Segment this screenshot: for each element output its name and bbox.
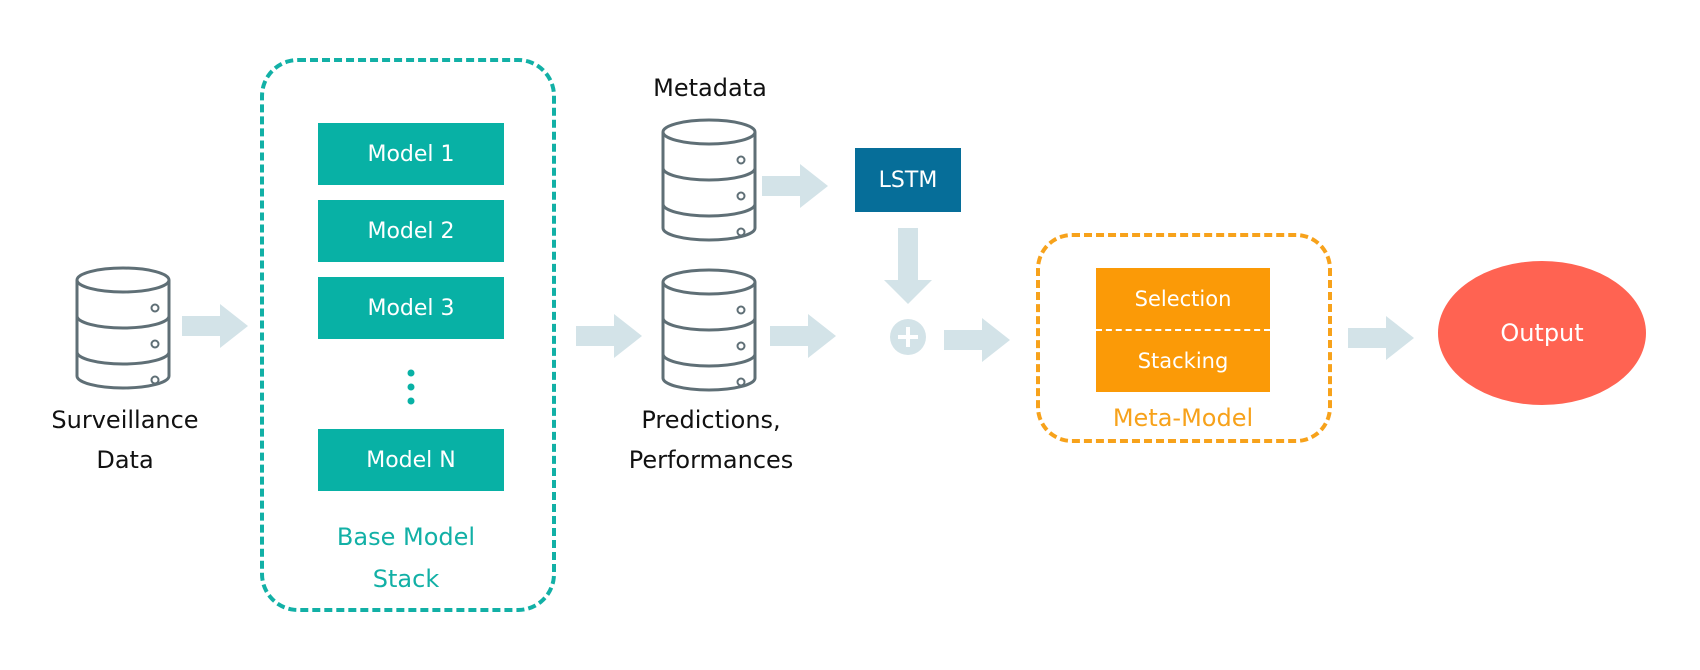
stacking-label: Stacking bbox=[1137, 349, 1229, 373]
surveillance-label-line2: Data bbox=[96, 446, 154, 474]
arrow-down-icon bbox=[884, 228, 932, 304]
surveillance-data-label: Surveillance Data bbox=[40, 400, 210, 480]
base-model-stack-title: Base Model Stack bbox=[306, 516, 506, 600]
arrow-right-icon bbox=[1348, 316, 1414, 360]
predictions-database-icon bbox=[661, 268, 757, 392]
arrow-right-icon bbox=[762, 164, 828, 208]
model-3-box: Model 3 bbox=[318, 277, 504, 339]
meta-model-title: Meta-Model bbox=[1112, 404, 1254, 432]
plus-circle-icon bbox=[890, 319, 926, 355]
arrow-right-icon bbox=[576, 314, 642, 358]
surveillance-database-icon bbox=[75, 266, 171, 390]
meta-divider bbox=[1096, 329, 1270, 331]
arrow-right-icon bbox=[944, 318, 1010, 362]
lstm-box: LSTM bbox=[855, 148, 961, 212]
predictions-label-line1: Predictions, bbox=[641, 406, 781, 434]
surveillance-label-line1: Surveillance bbox=[51, 406, 199, 434]
output-node: Output bbox=[1438, 261, 1646, 405]
metadata-database-icon bbox=[661, 118, 757, 242]
base-model-stack-group bbox=[260, 58, 556, 612]
predictions-label-line2: Performances bbox=[628, 446, 794, 474]
arrow-right-icon bbox=[770, 314, 836, 358]
model-1-box: Model 1 bbox=[318, 123, 504, 185]
arrow-right-icon bbox=[182, 304, 248, 348]
selection-label: Selection bbox=[1134, 287, 1232, 311]
stack-title-line2: Stack bbox=[372, 565, 440, 593]
metadata-label: Metadata bbox=[653, 74, 767, 102]
meta-model-group bbox=[1036, 233, 1332, 443]
model-2-box: Model 2 bbox=[318, 200, 504, 262]
meta-model-box: Selection Stacking bbox=[1096, 268, 1270, 392]
stack-title-line1: Base Model bbox=[336, 523, 476, 551]
model-n-box: Model N bbox=[318, 429, 504, 491]
predictions-performances-label: Predictions, Performances bbox=[616, 400, 806, 480]
vertical-ellipsis-icon bbox=[407, 369, 415, 405]
